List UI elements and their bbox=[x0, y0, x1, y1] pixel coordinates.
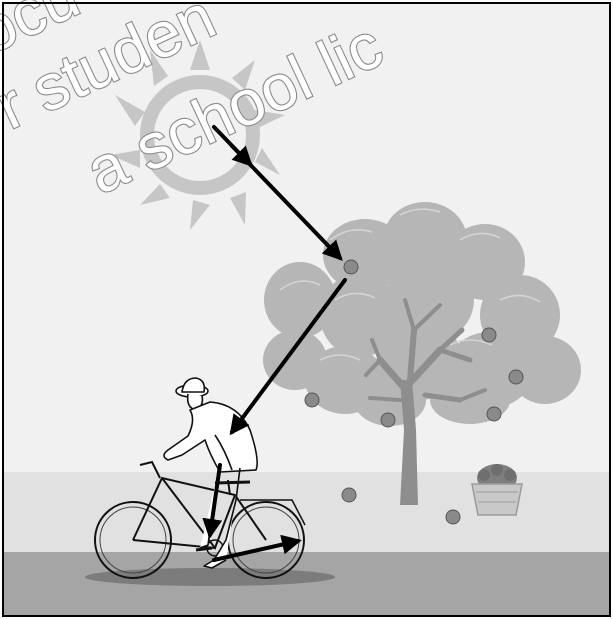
road-band bbox=[4, 552, 609, 615]
apple-basket bbox=[472, 464, 522, 515]
